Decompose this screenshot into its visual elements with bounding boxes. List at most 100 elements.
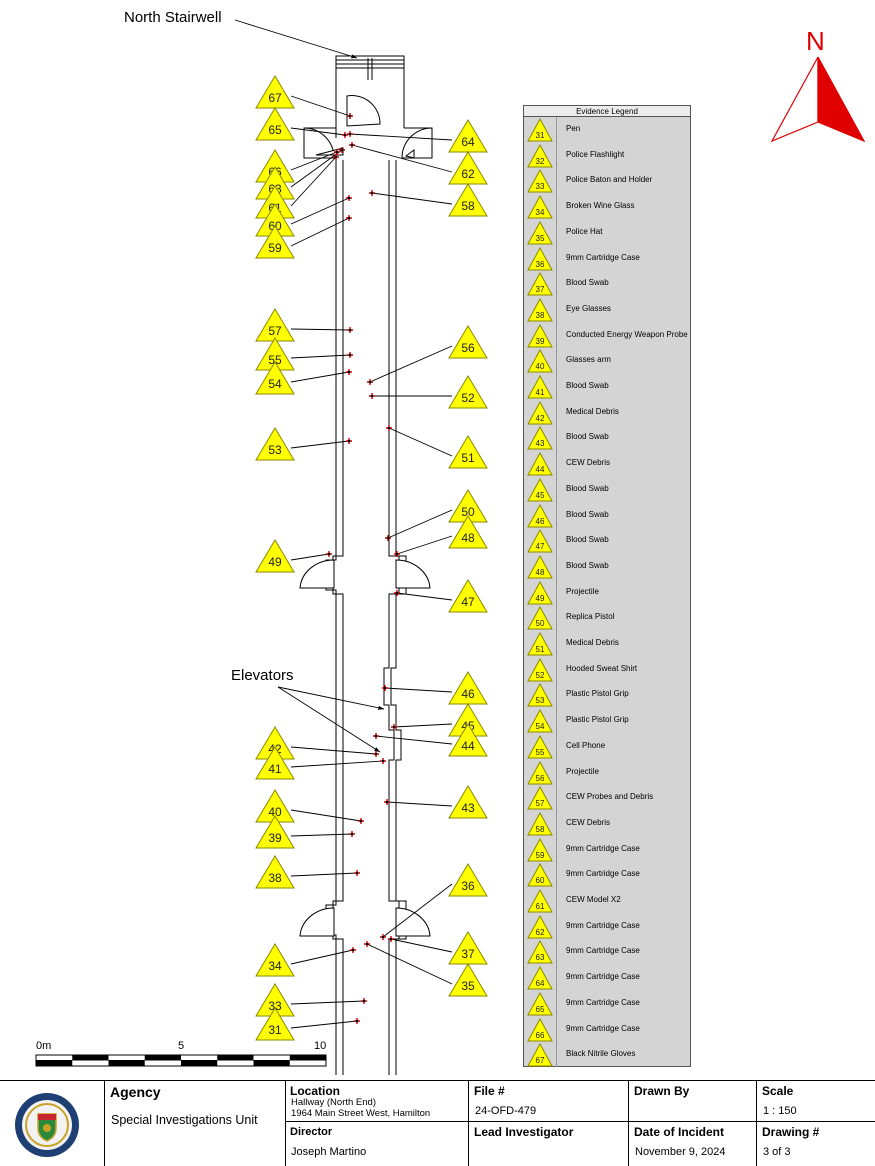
leader-line-57 (290, 328, 351, 331)
director-heading: Director (290, 1126, 333, 1138)
director-name: Joseph Martino (291, 1146, 367, 1158)
legend-item-label: Projectile (566, 766, 599, 776)
legend-item-label: Police Flashlight (566, 149, 625, 159)
drawing-number: 3 of 3 (763, 1146, 791, 1158)
scale-bar-segment (217, 1055, 254, 1061)
evidence-marker-39: 39 (255, 815, 295, 849)
evidence-marker-47-number: 47 (461, 595, 475, 609)
legend-marker-icon: 54 (527, 709, 553, 733)
scale-bar-segment (289, 1055, 326, 1061)
legend-item-label: Blood Swab (566, 560, 609, 570)
evidence-point-dot-61 (334, 155, 338, 159)
evidence-point-dot-31 (355, 1019, 359, 1023)
legend-marker-icon: 56 (527, 760, 553, 784)
leader-line-37 (390, 938, 453, 953)
legend-item-number: 49 (536, 594, 545, 603)
stairwell-outline (335, 55, 405, 138)
evidence-point-dot-43 (385, 800, 389, 804)
scale-bar-label-0: 0m (36, 1040, 52, 1052)
legend-item-label: Plastic Pistol Grip (566, 689, 629, 699)
legend-marker-icon: 39 (527, 323, 553, 348)
door-swings (299, 95, 433, 937)
legend-item-number: 41 (536, 388, 545, 397)
legend-item-number: 52 (536, 671, 545, 680)
tb-divider (104, 1081, 105, 1166)
leader-line-53 (290, 440, 350, 449)
evidence-point-dot-50 (386, 536, 390, 540)
legend-marker-icon: 51 (527, 632, 553, 656)
legend-marker-icon: 32 (527, 143, 553, 168)
evidence-marker-52: 52 (448, 375, 488, 409)
leader-line-63 (290, 149, 343, 188)
leader-line-50 (387, 509, 453, 539)
agency-heading: Agency (110, 1084, 161, 1100)
evidence-point-dot-57 (348, 328, 352, 332)
scale-bar-label-5: 5 (178, 1040, 185, 1052)
evidence-point-dot-39 (350, 832, 354, 836)
tb-divider (285, 1081, 286, 1166)
legend-item-number: 44 (536, 465, 545, 474)
legend-marker-icon: 38 (527, 297, 553, 322)
leader-line-45 (393, 723, 453, 728)
legend-item-number: 33 (536, 182, 545, 191)
evidence-marker-49: 49 (255, 539, 295, 573)
legend-title: Evidence Legend (523, 105, 691, 117)
legend-item-label: 9mm Cartridge Case (566, 972, 640, 982)
evidence-marker-62-number: 62 (461, 167, 475, 181)
evidence-marker-59: 59 (255, 225, 295, 259)
legend-item-number: 38 (536, 311, 545, 320)
evidence-marker-67: 67 (255, 75, 295, 109)
door-swing-icon (346, 95, 381, 127)
location-line-1: Hallway (North End) (291, 1097, 376, 1108)
evidence-point-dot-51 (387, 426, 391, 430)
evidence-marker-54-number: 54 (268, 377, 282, 391)
north-stairwell-arrow (234, 19, 358, 59)
evidence-marker-38: 38 (255, 855, 295, 889)
door-swing-icon (401, 127, 433, 159)
legend-item-number: 61 (536, 902, 545, 911)
agency-seal-icon (15, 1093, 79, 1157)
evidence-marker-41-number: 41 (268, 762, 282, 776)
legend-marker-icon: 52 (527, 657, 553, 682)
evidence-point-dot-66 (335, 150, 339, 154)
legend-marker-icon: 63 (527, 940, 553, 964)
legend-marker-icon: 48 (527, 554, 553, 579)
evidence-point-dot-48 (395, 552, 399, 556)
tb-divider (468, 1081, 469, 1166)
legend-marker-icon: 64 (527, 966, 553, 990)
floor-plan-drawing: 6765646663626160585957555654525351504849… (35, 19, 866, 1075)
leader-line-67 (290, 95, 351, 117)
scale-bar-segment (36, 1060, 73, 1066)
leader-line-59 (290, 217, 350, 247)
leader-line-43 (386, 801, 453, 807)
evidence-marker-55-number: 55 (268, 353, 282, 367)
legend-item-number: 51 (536, 645, 545, 654)
scale-bar-segment (181, 1060, 218, 1066)
legend-marker-icon: 41 (527, 375, 553, 399)
marker-leader-lines (290, 95, 453, 1029)
evidence-point-dot-53 (347, 439, 351, 443)
scale-bar-segment (253, 1060, 290, 1066)
leader-line-34 (290, 949, 354, 965)
leader-line-64 (349, 133, 453, 141)
evidence-marker-59-number: 59 (268, 241, 282, 255)
legend-item-number: 45 (536, 491, 545, 500)
legend-marker-icon: 57 (527, 786, 553, 810)
evidence-marker-57-number: 57 (268, 324, 282, 338)
leader-line-61 (290, 156, 337, 207)
evidence-marker-64-number: 64 (461, 135, 475, 149)
evidence-marker-31-number: 31 (268, 1023, 282, 1037)
legend-marker-icon: 50 (527, 606, 553, 630)
evidence-point-dot-64 (348, 132, 352, 136)
legend-marker-icon: 55 (527, 734, 553, 759)
scale-bar-segment (108, 1060, 145, 1066)
evidence-marker-39-number: 39 (268, 831, 282, 845)
legend-item-label: Plastic Pistol Grip (566, 715, 629, 725)
door-swing-icon (299, 907, 335, 937)
